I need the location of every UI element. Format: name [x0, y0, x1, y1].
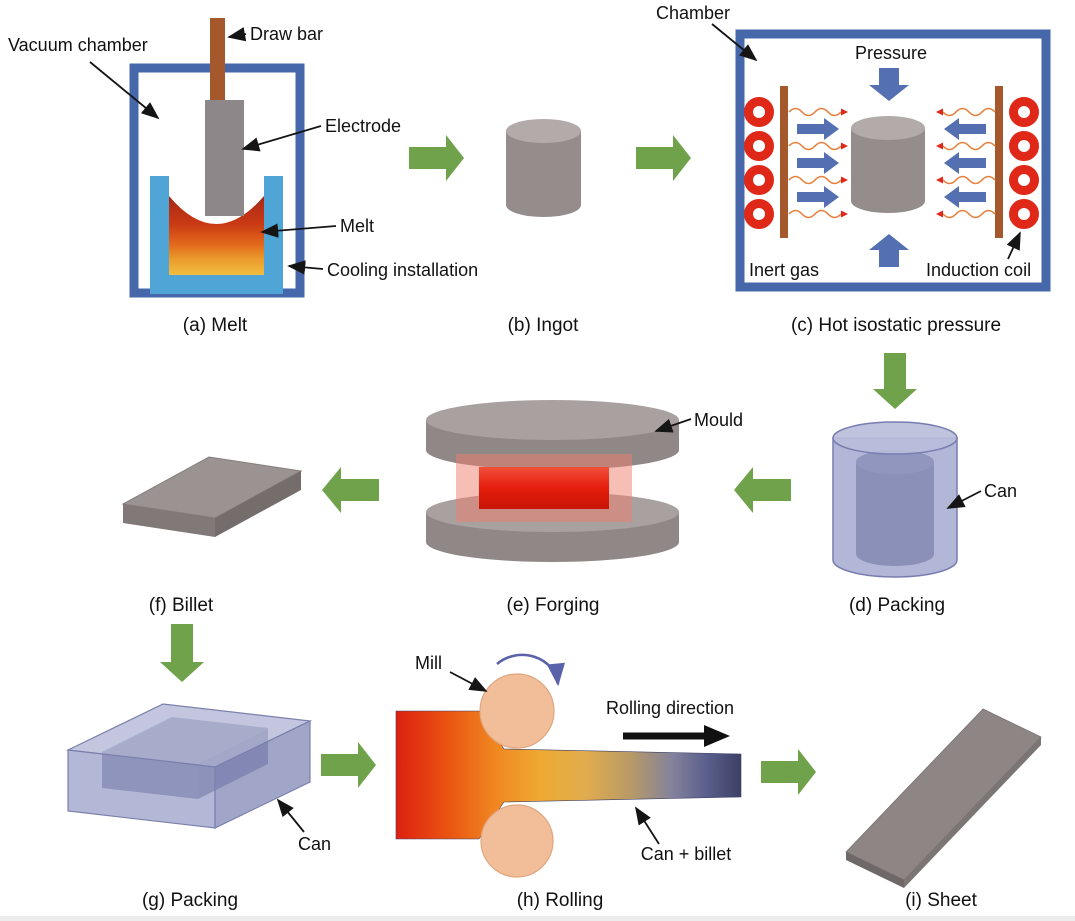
flow-arrow-a-b	[409, 135, 464, 181]
mill-roller-bottom	[480, 804, 554, 878]
gas-arrows-left	[797, 118, 839, 208]
caption-i: (i) Sheet	[905, 890, 978, 911]
caption-g: (g) Packing	[142, 890, 238, 911]
hip-billet-body	[851, 128, 925, 213]
ingot-cylinder-body	[506, 131, 581, 217]
flux-tips-left	[841, 108, 848, 218]
coil-support-bar	[780, 86, 788, 238]
panel-f-billet: (f) Billet	[121, 456, 303, 616]
label-vacuum-chamber: Vacuum chamber	[8, 35, 148, 55]
coil-ring	[744, 165, 774, 195]
caption-a: (a) Melt	[183, 315, 248, 336]
panel-e-forging: Mould (e) Forging	[426, 400, 743, 616]
mill-roller-top	[479, 673, 555, 749]
coil-ring	[1009, 199, 1039, 229]
leader-can-g	[276, 798, 305, 833]
roller-rotation-arrow	[496, 653, 565, 687]
coil-ring	[744, 199, 774, 229]
flux-lines-left	[788, 107, 842, 219]
gas-arrows-right	[944, 118, 986, 208]
label-mill: Mill	[415, 653, 442, 673]
panel-b-ingot: (b) Ingot	[506, 119, 581, 336]
coil-ring	[1009, 131, 1039, 161]
rolling-direction-arrow-head	[704, 725, 730, 747]
label-rolling-direction: Rolling direction	[606, 698, 734, 718]
label-can-d: Can	[984, 481, 1017, 501]
leader-chamber	[711, 23, 758, 62]
hot-billet-core	[479, 467, 609, 509]
draw-bar	[210, 18, 225, 112]
can-cylinder-body	[832, 437, 958, 578]
panel-h-rolling: Mill Rolling direction Can + billet (h) …	[395, 653, 742, 911]
panel-g-packing: Can (g) Packing	[65, 703, 331, 911]
leader-can-billet	[635, 806, 660, 845]
leader-cooling	[287, 260, 324, 275]
induction-coil-right	[936, 86, 1039, 238]
flow-arrow-b-c	[636, 135, 691, 181]
panel-c-hip: Chamber Pressure	[656, 3, 1051, 336]
label-inert-gas: Inert gas	[749, 260, 819, 280]
flow-arrow-h-i	[761, 749, 816, 795]
caption-e: (e) Forging	[507, 595, 600, 616]
leader-mould	[654, 418, 692, 433]
panel-d-packing: Can (d) Packing	[832, 421, 1017, 616]
pressure-down-arrow	[869, 68, 909, 101]
label-pressure: Pressure	[855, 43, 927, 63]
coil-ring	[744, 97, 774, 127]
label-melt: Melt	[340, 216, 374, 236]
caption-f: (f) Billet	[149, 595, 214, 616]
label-chamber: Chamber	[656, 3, 730, 23]
label-draw-bar: Draw bar	[250, 24, 323, 44]
ingot-cylinder-top	[506, 119, 581, 143]
leader-can-d	[946, 490, 982, 509]
hip-billet-top	[851, 116, 925, 140]
mould-top-face	[426, 400, 679, 440]
electrode	[205, 100, 244, 216]
rolled-strip	[395, 710, 742, 840]
flow-arrow-f-g	[160, 624, 204, 682]
panel-i-sheet: (i) Sheet	[845, 708, 1042, 911]
page-bottom-strip	[0, 916, 1075, 921]
flow-arrow-c-d	[873, 353, 917, 409]
caption-d: (d) Packing	[849, 595, 945, 616]
leader-melt	[260, 223, 337, 238]
flow-arrow-e-f	[322, 467, 379, 513]
leader-induction-coil	[1006, 231, 1021, 260]
label-induction-coil: Induction coil	[926, 260, 1031, 280]
leader-draw-bar	[227, 27, 247, 42]
flux-tips-right	[936, 108, 943, 218]
leader-vacuum-chamber	[89, 61, 160, 120]
sheet-top	[845, 708, 1042, 881]
can-box	[65, 703, 313, 829]
sheet-edge-front	[846, 852, 904, 888]
caption-h: (h) Rolling	[517, 890, 604, 911]
label-electrode: Electrode	[325, 116, 401, 136]
billet-slab-side	[215, 471, 301, 537]
caption-b: (b) Ingot	[508, 315, 579, 336]
billet-slab-front	[123, 504, 215, 537]
coil-support-bar	[995, 86, 1003, 238]
flow-arrow-g-h	[321, 742, 376, 788]
leader-mill	[449, 671, 488, 692]
leader-electrode	[241, 125, 322, 152]
coil-ring	[744, 131, 774, 161]
panel-a-melt: Vacuum chamber Draw bar Electrode Melt C…	[8, 18, 478, 336]
cooling-installation	[150, 176, 283, 294]
label-mould: Mould	[694, 410, 743, 430]
label-cooling: Cooling installation	[327, 260, 478, 280]
coil-ring	[1009, 165, 1039, 195]
label-can-billet: Can + billet	[641, 844, 732, 864]
coil-ring	[1009, 97, 1039, 127]
flux-lines-right	[942, 107, 996, 219]
melt-pool	[169, 196, 264, 275]
flow-arrow-d-e	[734, 467, 791, 513]
sheet-edge-side	[904, 737, 1041, 888]
pressure-up-arrow	[869, 234, 909, 267]
label-can-g: Can	[298, 834, 331, 854]
caption-c: (c) Hot isostatic pressure	[791, 315, 1001, 336]
can-cylinder-top	[832, 421, 958, 455]
induction-coil-left	[744, 86, 848, 238]
